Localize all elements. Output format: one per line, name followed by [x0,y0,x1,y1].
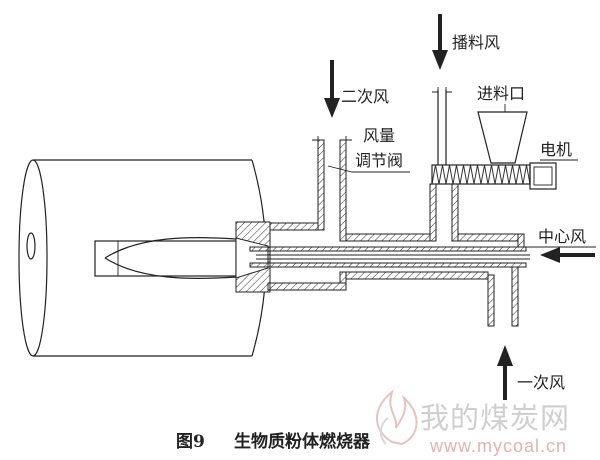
outer-duct-bottom-wall-left [267,282,347,291]
center-pipe-bottom-wall [249,262,527,268]
primary-air-arrow-head [497,345,513,366]
label-center-air: 中心风 [538,227,586,246]
center-air-arrow [540,247,595,263]
center-air-arrow-shaft [558,253,595,257]
secondary-pipe-right-wall [339,139,347,242]
feed-pipe-right-wall [451,183,459,242]
feed-pipe-left-wall [429,183,437,242]
flame-upper-edge [104,237,237,259]
primary-air-arrow-shaft [503,364,507,400]
watermark-url: www.mycoal.cn [429,436,567,456]
chamber-left-end [18,159,48,357]
chamber-opening [26,232,36,260]
combustion-chamber [18,159,267,357]
flame-lower-edge [104,257,237,279]
outer-duct-top-wall-middle [345,233,431,242]
label-valve-line1: 风量 [363,126,395,145]
flame-zone [94,237,237,279]
center-air-pipe [249,246,530,268]
label-primary-air: 一次风 [517,373,565,392]
outer-duct-top-wall-left [269,222,319,231]
primary-pipe-right-wall [511,266,519,327]
outer-duct-bottom-wall-right [345,271,489,280]
caption-figure-number: 图9 [176,432,205,452]
center-pipe-top-wall [249,246,527,252]
outer-duct-top-wall-right [457,233,519,242]
label-valve-line2: 调节阀 [355,151,403,170]
secondary-air-arrow-shaft [330,60,334,100]
watermark-flame-icon [376,389,418,446]
label-feed-air: 播料风 [452,33,500,52]
flame-box [94,240,237,277]
secondary-air-arrow-head [324,98,340,118]
label-motor: 电机 [540,140,572,159]
outer-duct-end-wall [517,233,525,248]
leader-lines [327,104,596,248]
center-air-arrow-head [540,247,560,263]
watermark-name: 我的煤炭网 [420,401,570,435]
watermark: 我的煤炭网 www.mycoal.cn [376,389,570,456]
secondary-valve-mark [312,136,352,141]
primary-air-arrow [497,345,513,400]
figure-caption: 图9 生物质粉体燃烧器 [176,431,371,452]
secondary-air-arrow [324,60,340,118]
primary-pipe-left-wall [487,274,495,327]
labels: 播料风 二次风 进料口 风量 调节阀 电机 中心风 一次风 [341,33,586,392]
feed-system [429,87,557,242]
watermark-flame-inner-icon [380,417,389,445]
label-secondary-air: 二次风 [341,87,389,106]
secondary-pipe-left-wall [317,139,325,231]
feed-air-arrow-shaft [438,14,442,52]
valve-leader [327,165,410,173]
motor-core [533,166,553,186]
screw-conveyor [431,164,531,185]
primary-air-pipe [487,266,519,327]
burner-head [235,221,271,293]
feed-valve-mark [432,87,452,93]
feed-air-arrow [432,14,448,70]
feed-hopper [477,111,528,164]
feed-air-arrow-head [432,50,448,70]
label-feed-inlet: 进料口 [477,84,525,103]
motor-housing [529,162,557,190]
caption-title: 生物质粉体燃烧器 [234,431,371,452]
flow-arrows [324,14,595,400]
outer-duct-step-wall [339,271,347,284]
